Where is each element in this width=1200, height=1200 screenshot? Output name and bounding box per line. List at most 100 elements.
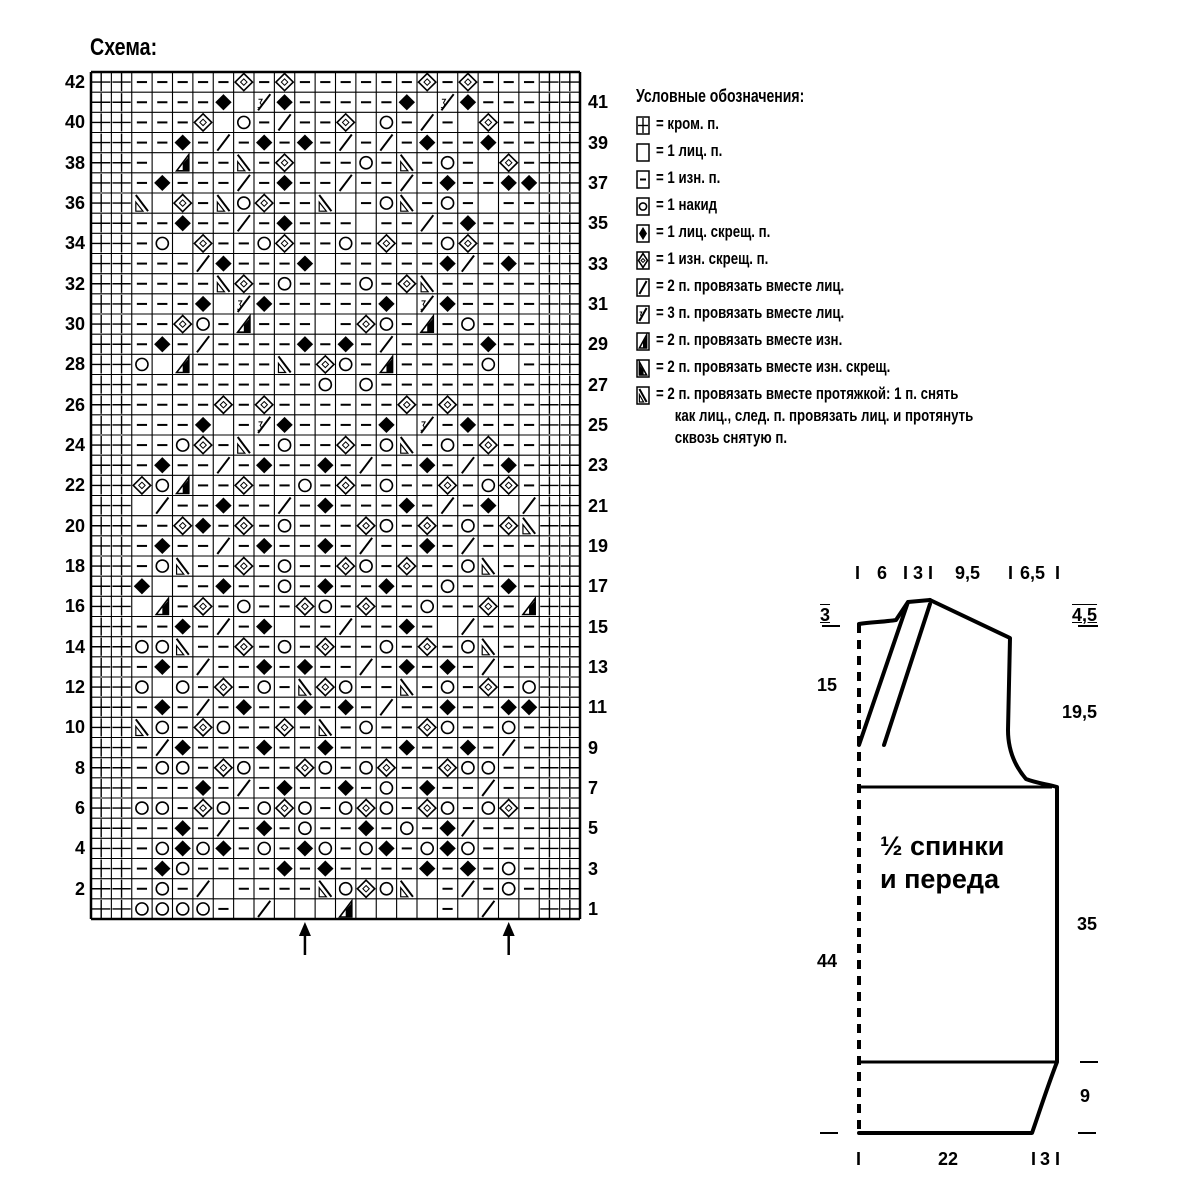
stitch-symbol [155,478,170,493]
stitch-symbol [318,718,333,737]
tick-mark: I [1055,563,1061,583]
stitch-symbol [419,779,436,796]
legend-text: = 2 п. провязать вместе изн. [656,329,842,351]
stitch-symbol [216,456,231,474]
row-number-left: 32 [64,273,85,294]
row-number-right: 19 [588,535,609,556]
stitch-symbol [417,72,438,92]
stitch-symbol [500,699,517,716]
stitch-symbol [193,798,213,818]
stitch-symbol [216,801,231,815]
row-number-left: 42 [64,72,85,93]
stitch-symbol [216,720,231,735]
stitch-symbol [419,860,436,877]
stitch-symbol [112,718,131,737]
legend-text-line: сквозь снятую п. [674,428,788,447]
stitch-symbol [172,516,193,536]
stitch-symbol [276,860,293,877]
stitch-symbol [277,559,292,573]
stitch-symbol [560,698,579,717]
row-number-right: 41 [588,92,609,113]
stitch-symbol [560,637,579,656]
row-number-right: 9 [588,737,599,758]
dim-right-middle: 35 [1077,914,1098,934]
pattern-repeat-arrow [298,922,311,955]
stitch-symbol [92,516,111,535]
stitch-symbol [335,112,356,133]
stitch-symbol [112,637,131,656]
stitch-symbol [194,517,212,534]
stitch-symbol [216,194,231,212]
stitch-symbol [233,637,254,657]
stitch-symbol [461,456,475,474]
stitch-symbol [133,578,151,595]
stitch-symbol [480,497,497,514]
stitch-symbol [560,859,579,878]
row-number-left: 8 [74,757,85,778]
stitch-symbol [419,134,436,151]
stitch-symbol [112,355,131,374]
stitch-symbol [335,475,356,496]
stitch-symbol [560,476,579,495]
stitch-symbol [112,173,131,192]
stitch-symbol [236,779,251,797]
stitch-symbol [233,516,254,536]
stitch-symbol [112,395,131,414]
stitch-symbol [135,639,149,654]
stitch-symbol [92,597,111,616]
stitch-symbol [440,93,455,111]
stitch-symbol [540,294,559,313]
stitch-symbol [560,718,579,737]
row-number-right: 3 [588,858,599,879]
stitch-symbol [92,718,111,737]
legend-text: = 2 п. провязать вместе лиц. [656,275,844,297]
stitch-symbol [257,236,272,251]
stitch-symbol [560,375,579,394]
stitch-symbol [175,438,190,452]
stitch-symbol [439,174,456,191]
legend-title: Условные обозначения: [636,86,805,106]
pattern-repeat-arrow [502,922,515,955]
stitch-symbol [257,801,272,815]
stitch-symbol [439,255,456,272]
legend-symbol-icon [636,251,650,270]
stitch-symbol [236,154,251,172]
stitch-symbol [481,357,496,372]
stitch-symbol [257,841,272,856]
stitch-symbol [501,881,516,896]
stitch-symbol [296,840,314,857]
piece-label-line2: и переда [880,864,1000,894]
row-number-left: 26 [64,394,85,415]
row-number-right: 1 [588,898,599,919]
stitch-symbol [379,881,394,896]
stitch-symbol [92,254,111,273]
stitch-symbol [215,578,232,595]
stitch-symbol [233,274,254,294]
stitch-symbol [540,698,559,717]
stitch-symbol [521,595,536,616]
legend-item: = 1 лиц. п. [636,140,1016,167]
stitch-symbol [481,779,496,797]
stitch-symbol [560,73,579,92]
stitch-symbol [112,456,131,475]
stitch-symbol [419,313,435,333]
legend-text-line: = 2 п. провязать вместе протяжкой: 1 п. … [656,384,959,403]
stitch-symbol [92,678,111,697]
stitch-symbol [458,72,478,92]
stitch-symbol [112,234,131,253]
stitch-symbol [498,475,519,496]
stitch-symbol [458,233,478,254]
stitch-symbol [398,94,415,111]
stitch-symbol [236,174,251,192]
stitch-symbol [112,839,131,858]
row-number-right: 29 [588,334,609,355]
stitch-symbol [112,758,131,777]
stitch-symbol [215,497,232,514]
stitch-symbol [92,879,111,898]
stitch-symbol [193,596,213,617]
stitch-symbol [399,821,414,836]
stitch-symbol [175,760,190,775]
stitch-symbol [478,677,499,697]
stitch-symbol [112,536,131,555]
stitch-symbol [501,861,516,876]
